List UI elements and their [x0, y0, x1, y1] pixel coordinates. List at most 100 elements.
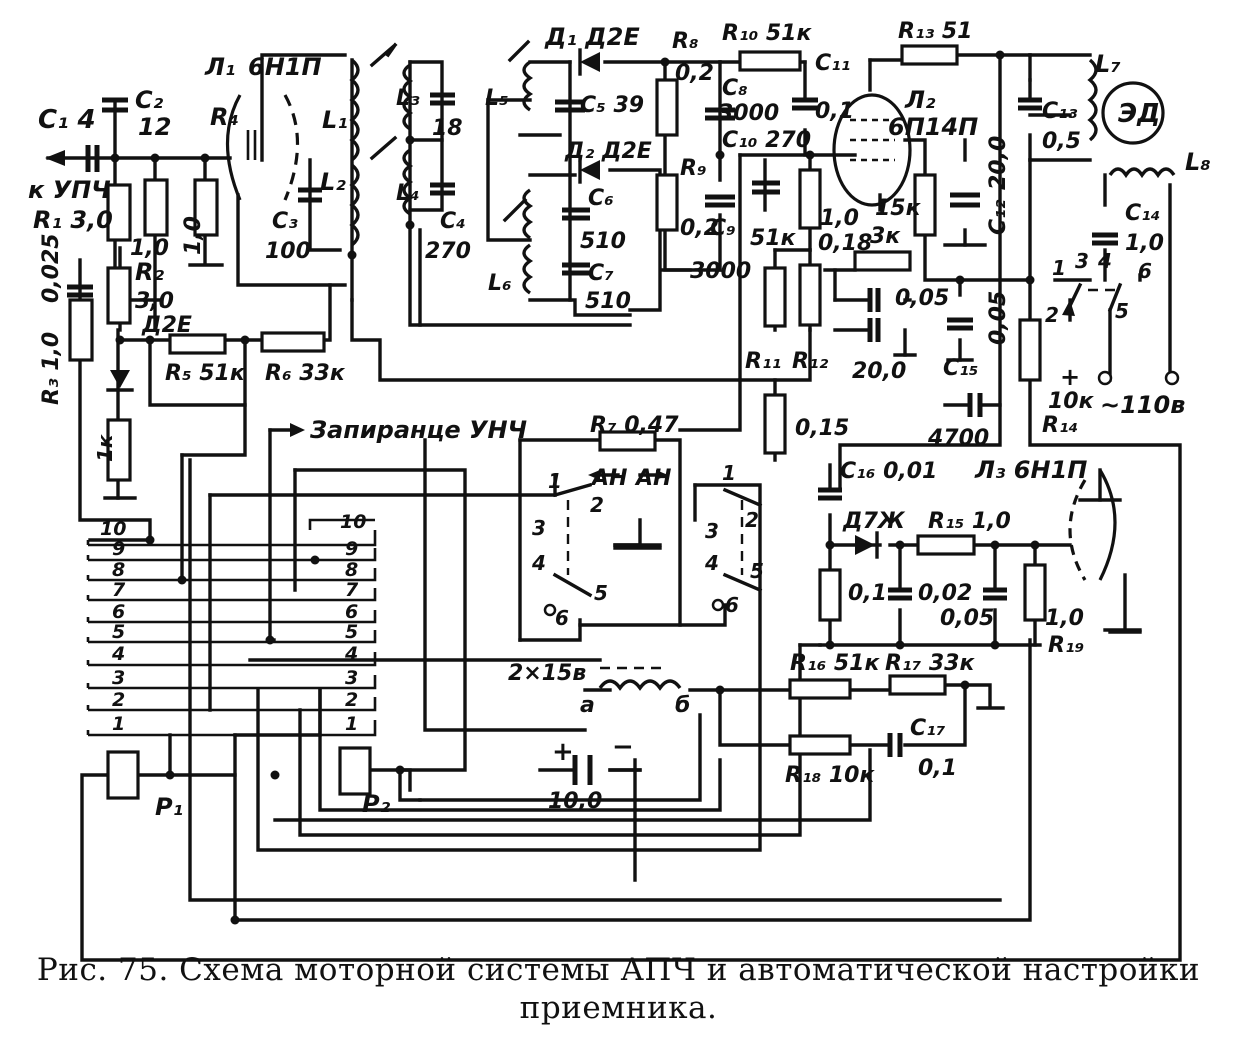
bus-left-label: 2	[112, 689, 125, 711]
label-r5: R₅ 51к	[165, 361, 246, 386]
label-sw-5: 5	[1115, 299, 1129, 323]
bus-right-label: 2	[345, 689, 358, 711]
resistor-r4	[193, 178, 219, 237]
label-c10: С₁₀ 270	[722, 128, 811, 153]
resistor-1-0	[798, 168, 822, 230]
label-100: 10,0	[548, 789, 602, 814]
label-c15: С₁₅	[943, 356, 978, 381]
junctions	[110, 50, 1040, 925]
label-r9: R₉	[680, 156, 707, 181]
label-r3: R₃ 1,0	[39, 332, 64, 405]
label-0025: 0,025	[39, 233, 64, 303]
bus-right-label: 1	[345, 713, 358, 735]
label-zap: Запиранце УНЧ	[309, 416, 527, 444]
label-s2-5: 5	[750, 559, 764, 583]
label-005c: 0,05	[940, 606, 994, 631]
resistors	[68, 44, 1047, 756]
label-tap-b: б	[675, 693, 690, 718]
label-r2-val: 3,0	[135, 289, 174, 314]
bus-right-label: 3	[345, 667, 358, 689]
resistor-r6	[260, 331, 326, 353]
motor-ed	[1101, 81, 1165, 145]
label-s2-1: 1	[722, 461, 736, 485]
coil-l4	[402, 148, 414, 216]
coil-l7	[1087, 58, 1098, 142]
label-s2-4: 4	[704, 551, 719, 575]
label-r4: R₄	[210, 103, 239, 131]
label-l3: L₃	[396, 86, 420, 111]
capacitor-c1	[85, 145, 100, 172]
label-3000a: 3000	[718, 101, 779, 126]
label-02b: 0,2	[680, 216, 719, 241]
label-c7: С₇	[588, 261, 614, 286]
label-sw-2: 2	[1045, 303, 1059, 327]
bus-labels-right: 10 9 8 7 6 5 4 3 2 1	[340, 511, 366, 735]
label-r7: R₇ 0,47	[590, 413, 679, 438]
label-c17: С₁₇	[910, 716, 946, 741]
label-10a: 1,0	[820, 206, 859, 231]
label-510b: 510	[585, 289, 631, 314]
bus-left-label: 9	[112, 538, 125, 560]
coil-l8	[1108, 167, 1176, 179]
label-mains: ~110в	[1100, 391, 1185, 419]
label-s2-6: 6	[725, 593, 739, 617]
label-c5: С₅ 39	[580, 93, 644, 118]
label-s1-3: 3	[532, 516, 546, 540]
label-l6: L₆	[488, 271, 512, 296]
label-005b: 0,05	[986, 291, 1011, 345]
bus-right-label: 4	[344, 643, 358, 665]
label-d2e-l: Д2Е	[141, 313, 192, 338]
resistor-r17	[888, 674, 947, 696]
label-c1: С₁ 4	[38, 105, 96, 135]
coil-l2	[349, 163, 360, 247]
tube-l3-left	[1068, 479, 1087, 581]
bus-right-label: 6	[345, 601, 358, 623]
label-r2: R₂	[135, 258, 164, 286]
tube-l1-left	[226, 94, 242, 201]
resistor-3k	[853, 250, 912, 272]
relay-p2	[338, 746, 372, 796]
label-4700: 4700	[927, 426, 989, 451]
relays	[106, 746, 372, 800]
label-c3-val: 100	[265, 239, 311, 264]
label-r13: R₁₃ 51	[898, 19, 973, 44]
label-s1-5: 5	[594, 581, 608, 605]
label-an-right: АН	[634, 466, 671, 491]
label-05: 0,5	[1042, 129, 1081, 154]
resistor-r12	[798, 263, 822, 327]
label-plus-b: +	[1060, 363, 1080, 391]
tube-l1-right	[283, 94, 299, 201]
resistor-r1b	[143, 178, 169, 237]
bus-left-label: 1	[112, 713, 125, 735]
coil-l6b	[522, 188, 534, 240]
resistor-r15	[916, 534, 976, 556]
resistor-015	[763, 393, 787, 455]
coil-l1	[349, 58, 360, 162]
label-tube1-ref: Л₁	[204, 53, 235, 81]
resistor-r19	[1023, 563, 1047, 622]
figure-caption-line1: Рис. 75. Схема моторной системы АПЧ и ав…	[36, 952, 1201, 988]
resistor-r16	[788, 678, 852, 700]
diodes	[106, 48, 879, 559]
label-sw-1: 1	[1052, 256, 1066, 280]
label-xfmr: 2×15в	[508, 661, 586, 686]
label-an-left: АН	[590, 466, 627, 491]
label-sw-4: 4	[1097, 249, 1112, 273]
label-d7: Д7Ж	[842, 509, 906, 534]
label-sw-3: 3	[1075, 249, 1089, 273]
tube-l2	[832, 93, 912, 207]
resistor-r9	[655, 173, 679, 232]
label-10k: 10к	[1048, 389, 1095, 414]
resistor-r5	[168, 333, 227, 355]
coil-l6	[522, 243, 534, 295]
label-plus: +	[552, 737, 574, 767]
label-r19: R₁₉	[1048, 633, 1084, 658]
label-d2: Д₂ Д2Е	[564, 139, 652, 164]
label-15k: 15к	[875, 196, 922, 221]
tube-l3-right	[1098, 469, 1117, 581]
label-minus: −	[612, 732, 634, 762]
resistor-r7	[598, 430, 657, 452]
label-02a: 0,2	[675, 61, 714, 86]
capacitor-c2	[102, 97, 128, 113]
